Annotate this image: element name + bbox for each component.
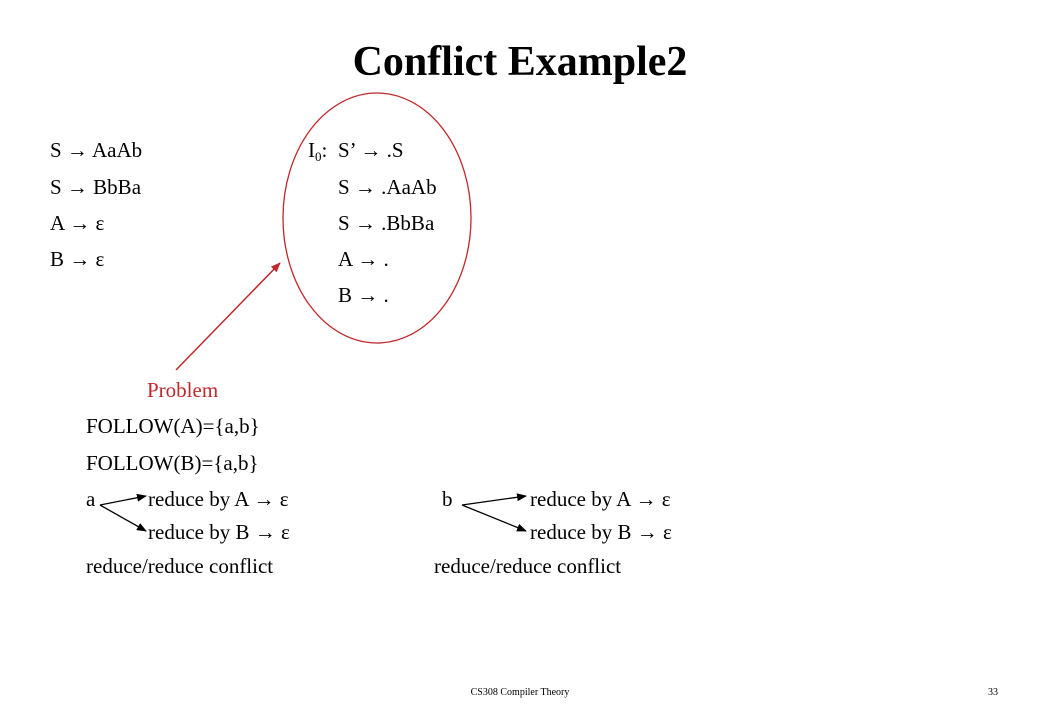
item-set-name: I [308,138,315,162]
conflict-a-reduce-1: reduce by A → ε [148,487,289,511]
item-set-subscript: 0 [315,149,322,164]
footer-page-number: 33 [988,687,998,698]
item-set-circle [282,92,472,344]
conflict-a-result: reduce/reduce conflict [86,554,274,578]
conflict-b-arrow-top [461,493,527,506]
conflict-b-reduce-2: reduce by B → ε [530,520,672,544]
follow-set-b: FOLLOW(B)={a,b} [86,451,259,475]
conflict-b-arrow-bottom [461,504,527,532]
slide-title: Conflict Example2 [352,39,688,85]
conflict-a-symbol: a [86,487,96,511]
lr-item-3: S → .BbBa [338,211,435,235]
conflict-a-arrow-bottom [99,504,147,532]
grammar-production-3: A → ε [50,211,105,235]
conflict-b-symbol: b [442,487,453,511]
lr-item-4: A → . [338,247,389,271]
grammar-production-2: S → BbBa [50,175,142,199]
grammar-production-1: S → AaAb [50,138,143,162]
follow-set-a: FOLLOW(A)={a,b} [86,414,260,438]
grammar-production-4: B → ε [50,247,105,271]
footer-course: CS308 Compiler Theory [470,687,570,698]
conflict-a-reduce-2: reduce by B → ε [148,520,290,544]
lr-item-1: S’ → .S [338,138,404,162]
conflict-a-arrow-top [99,493,147,506]
conflict-b-result: reduce/reduce conflict [434,554,622,578]
problem-arrow [175,262,281,371]
lr-item-5: B → . [338,283,389,307]
problem-label: Problem [147,378,219,402]
lr-item-2: S → .AaAb [338,175,437,199]
item-set-colon: : [321,138,328,162]
conflict-b-reduce-1: reduce by A → ε [530,487,671,511]
item-set-label: I0: [308,138,327,169]
